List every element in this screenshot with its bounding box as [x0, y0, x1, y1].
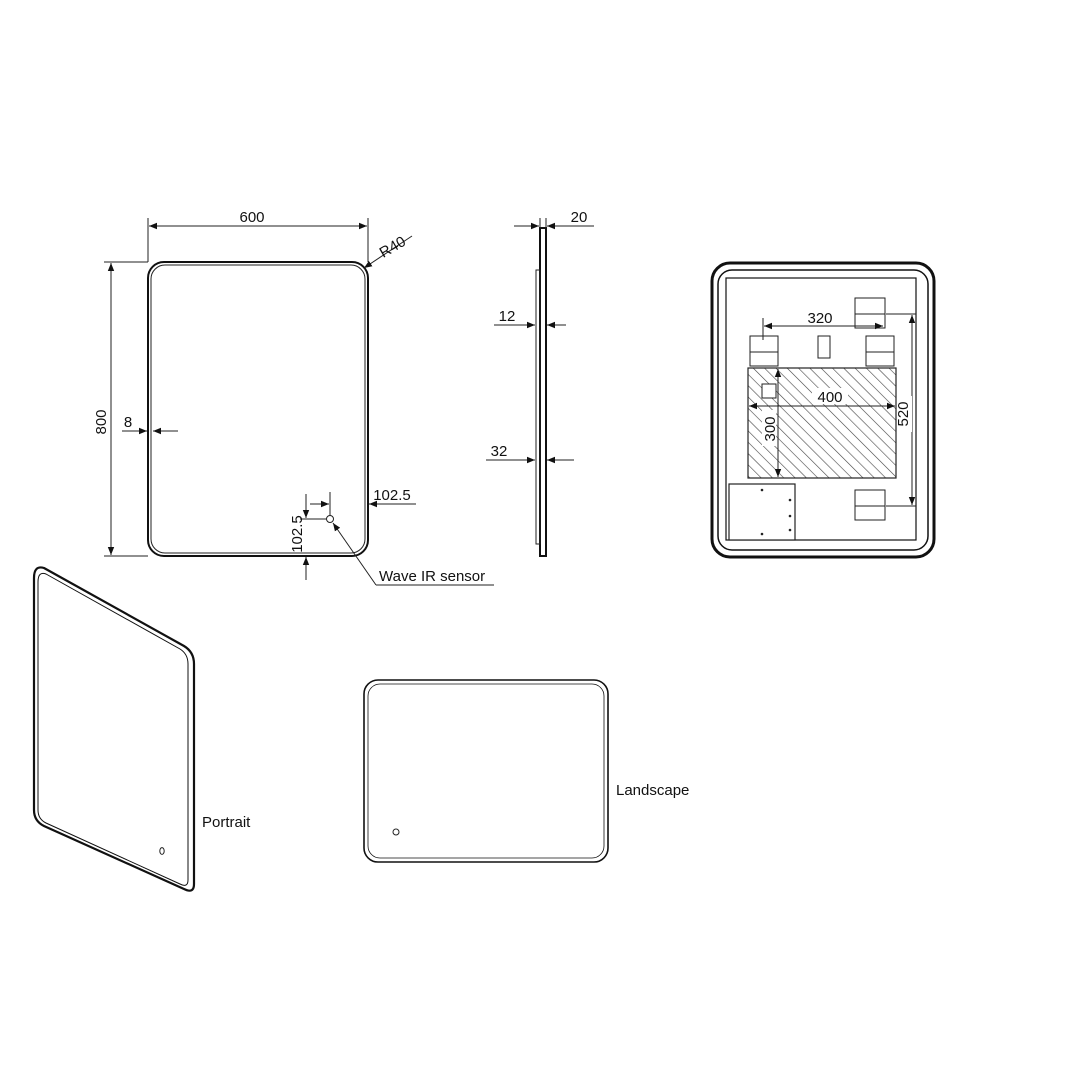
- border-dim-label: 8: [124, 414, 132, 431]
- mirror-outline: [147, 261, 369, 557]
- bracket-right: [865, 335, 895, 367]
- lower-offset-dim-label: 32: [491, 443, 508, 460]
- portrait-sensor: [159, 847, 165, 855]
- connector-center: [817, 335, 831, 359]
- rear-outer-frame: [710, 261, 936, 559]
- rear-view: 320 400 300 520: [710, 261, 936, 559]
- landscape-label: Landscape: [616, 782, 689, 799]
- sensor-dot: [326, 515, 334, 523]
- sensor-x-dim-label: 102.5: [373, 487, 411, 504]
- landscape-mirror-outer: [363, 679, 609, 863]
- landscape-mirror-inner: [367, 683, 605, 859]
- landscape-view: Landscape: [363, 679, 689, 863]
- side-view: 20 12 32: [486, 209, 594, 557]
- side-profile: [539, 227, 547, 557]
- radius-dim-label: R40: [377, 233, 409, 261]
- sensor-x-dimension: 102.5: [310, 487, 416, 516]
- height-dim-label: 800: [93, 409, 110, 434]
- landscape-sensor: [392, 828, 400, 836]
- sensor-label: Wave IR sensor: [379, 568, 485, 585]
- mirror-inner-outline: [150, 264, 366, 554]
- width-dim-label: 600: [239, 209, 264, 226]
- vertical-span-dimension: 520: [886, 313, 916, 507]
- rear-inner-frame: [717, 269, 929, 551]
- bracket-top-right: [854, 297, 886, 329]
- sensor-y-dim-label: 102.5: [289, 515, 306, 553]
- border-dimension: 8: [122, 414, 178, 435]
- sensor-leader: Wave IR sensor: [332, 522, 494, 586]
- driver-box: [728, 483, 796, 541]
- height-dimension: 800: [93, 261, 148, 557]
- bracket-spacing-dim-label: 320: [807, 310, 832, 327]
- upper-offset-dimension: 12: [494, 308, 566, 329]
- portrait-mirror-outer: [32, 566, 196, 892]
- radius-dimension: R40: [363, 233, 413, 269]
- hatch-height-dimension: 300: [762, 369, 782, 477]
- depth-dimension: 20: [514, 209, 594, 230]
- portrait-label: Portrait: [202, 814, 251, 831]
- width-dimension: 600: [147, 209, 369, 262]
- vertical-span-dim-label: 520: [895, 401, 912, 426]
- hatch-corner-box: [761, 383, 777, 399]
- rear-backplate: [725, 277, 917, 541]
- sensor-y-dimension: 102.5: [289, 494, 327, 580]
- side-backbox: [535, 269, 541, 545]
- front-view: 600 R40 800 8 102.5: [93, 209, 494, 586]
- hatch-width-dim-label: 400: [817, 389, 842, 406]
- portrait-view: Portrait: [32, 566, 251, 892]
- upper-offset-dim-label: 12: [499, 308, 516, 325]
- bracket-left: [749, 335, 779, 367]
- bracket-bottom-right: [854, 489, 886, 521]
- hatch-height-dim-label: 300: [762, 416, 779, 441]
- portrait-mirror-inner: [37, 572, 189, 886]
- lower-offset-dimension: 32: [486, 443, 574, 464]
- hatch-width-dimension: 400: [749, 388, 895, 410]
- bracket-spacing-dimension: 320: [762, 310, 883, 340]
- depth-dim-label: 20: [571, 209, 588, 226]
